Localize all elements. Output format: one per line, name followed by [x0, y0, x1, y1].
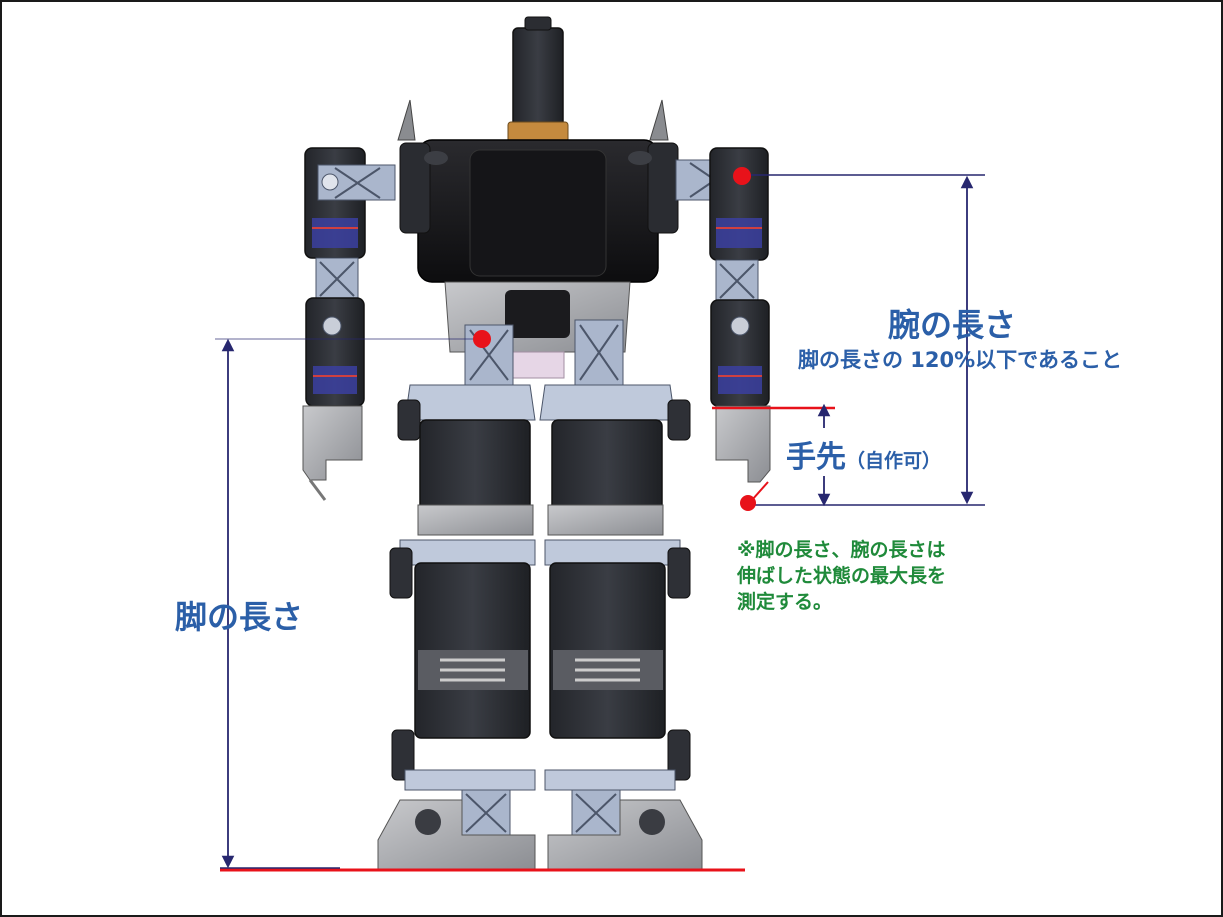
hand-label-text: 手先: [786, 440, 846, 475]
arm-length-label: 腕の長さ: [888, 306, 1017, 344]
measurement-note: ※脚の長さ、腕の長さは 伸ばした状態の最大長を 測定する。: [737, 537, 946, 615]
left-leg: [377, 324, 536, 871]
shoulder-marker: [733, 167, 751, 185]
arm-length-condition: 脚の長さの 120%以下であること: [798, 348, 1122, 372]
measurement-note-line-2: 伸ばした状態の最大長を: [737, 565, 947, 587]
measurement-note-line-1: ※脚の長さ、腕の長さは: [737, 539, 946, 561]
back-plate: [397, 99, 669, 141]
left-arm: [302, 147, 396, 501]
hand-label-note: （自作可）: [846, 450, 942, 472]
torso: [399, 139, 679, 379]
right-arm: [675, 147, 771, 483]
hip-marker: [473, 330, 491, 348]
leg-length-label: 脚の長さ: [175, 598, 304, 636]
left-hand: [302, 405, 363, 481]
right-foot: [547, 799, 703, 871]
right-hand: [715, 405, 771, 483]
left-foot: [377, 799, 536, 871]
measurement-marks: [215, 167, 985, 872]
hand-label: 手先（自作可）: [786, 432, 941, 476]
right-leg: [539, 319, 703, 871]
robot-illustration: [302, 16, 771, 871]
head-servo: [507, 16, 569, 145]
measurement-note-line-3: 測定する。: [737, 591, 833, 613]
